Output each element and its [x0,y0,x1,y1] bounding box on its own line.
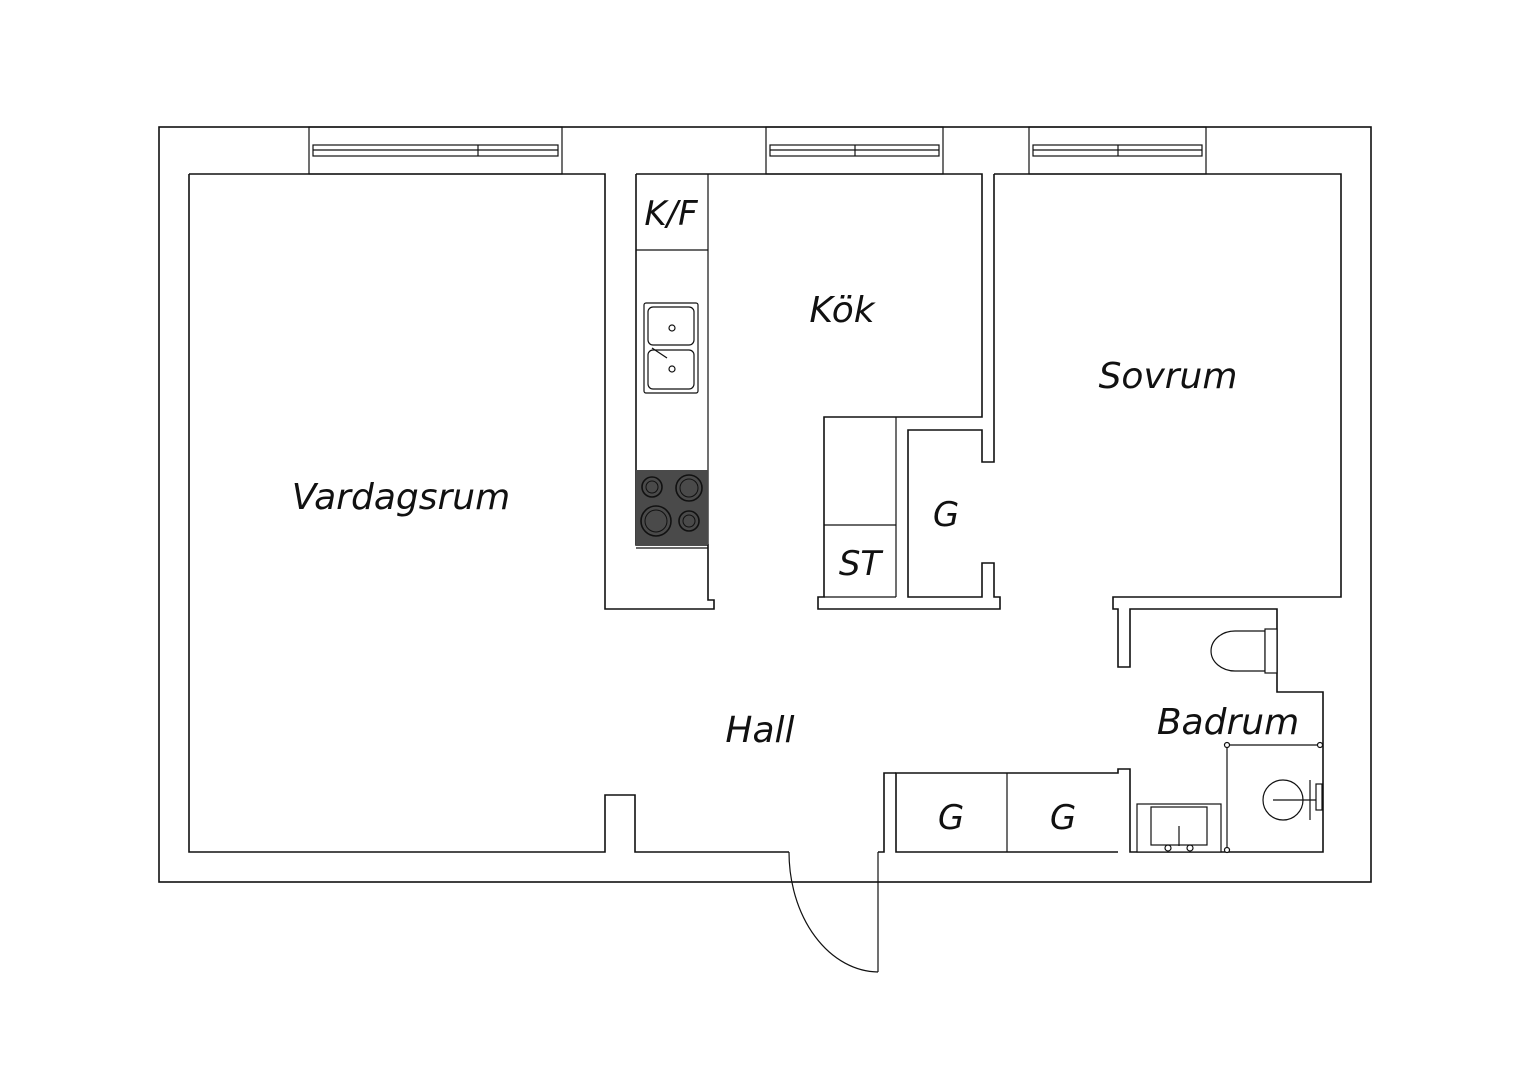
hall-door-frame [878,772,896,853]
living-hall-wall [189,173,715,610]
bedroom-wall [895,173,1342,853]
living-left-wall [188,174,789,853]
window-bedroom [1028,126,1207,175]
room-label-kitchen: Kök [809,290,876,331]
room-label-hall: Hall [725,710,794,751]
kitchen-wall [636,173,1001,610]
window-kitchen [765,126,944,175]
stove-icon [636,470,708,545]
bathroom-sink-icon [1136,803,1222,853]
window-living [308,126,563,175]
fixture-label-storage: ST [839,544,884,584]
fixture-label-fridge-freezer: K/F [644,194,698,234]
sink-icon [643,302,699,394]
fixture-label-wardrobe-bedroom: G [933,495,959,535]
storage-cabinet [824,417,897,598]
outer-wall [158,126,1372,883]
shower-icon [1223,741,1324,854]
room-label-bedroom: Sovrum [1099,356,1238,397]
room-label-bathroom: Badrum [1157,702,1299,743]
fixture-label-wardrobe-hall-1: G [938,798,964,838]
entrance-door [788,851,879,973]
fixture-label-wardrobe-hall-2: G [1050,798,1076,838]
room-label-living: Vardagsrum [292,477,510,518]
toilet-icon [1210,628,1278,674]
